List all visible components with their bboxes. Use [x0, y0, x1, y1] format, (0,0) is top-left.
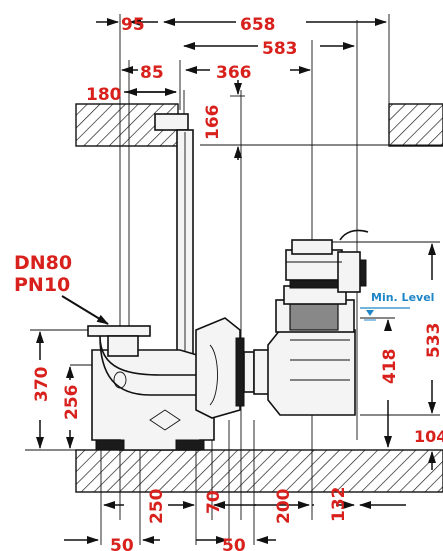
- dim-85: 85: [140, 63, 164, 83]
- dim-658: 658: [240, 15, 276, 35]
- dim-95: 95: [121, 15, 145, 35]
- dim-366: 366: [216, 63, 252, 83]
- dim-418: 418: [380, 349, 400, 385]
- guide-rail: [176, 129, 194, 366]
- discharge-base: [87, 325, 215, 451]
- dim-50-left: 50: [110, 536, 134, 551]
- dim-370: 370: [32, 366, 52, 402]
- dimension-arrows: [36, 18, 436, 544]
- dim-583: 583: [262, 39, 298, 59]
- dim-132: 132: [329, 487, 349, 523]
- min-level-label: Min. Level: [371, 291, 434, 304]
- dim-200: 200: [274, 488, 294, 524]
- dim-256: 256: [62, 385, 82, 421]
- dim-50-right: 50: [222, 536, 246, 551]
- dim-533: 533: [424, 323, 443, 359]
- dim-104: 104: [414, 427, 443, 446]
- dim-250: 250: [147, 488, 167, 524]
- dim-70: 70: [204, 490, 224, 514]
- floor: [75, 449, 443, 493]
- pump-body: [253, 229, 369, 416]
- pn-label: PN10: [14, 274, 70, 296]
- dimension-labels: 95 658 583 85 366 180 166 370 256 533 41…: [32, 15, 443, 551]
- dn-label: DN80: [14, 252, 72, 274]
- min-level-marker: [360, 307, 410, 321]
- coupling: [195, 317, 255, 419]
- top-slab: [75, 103, 443, 147]
- dim-166: 166: [203, 105, 223, 141]
- dim-180: 180: [86, 85, 122, 105]
